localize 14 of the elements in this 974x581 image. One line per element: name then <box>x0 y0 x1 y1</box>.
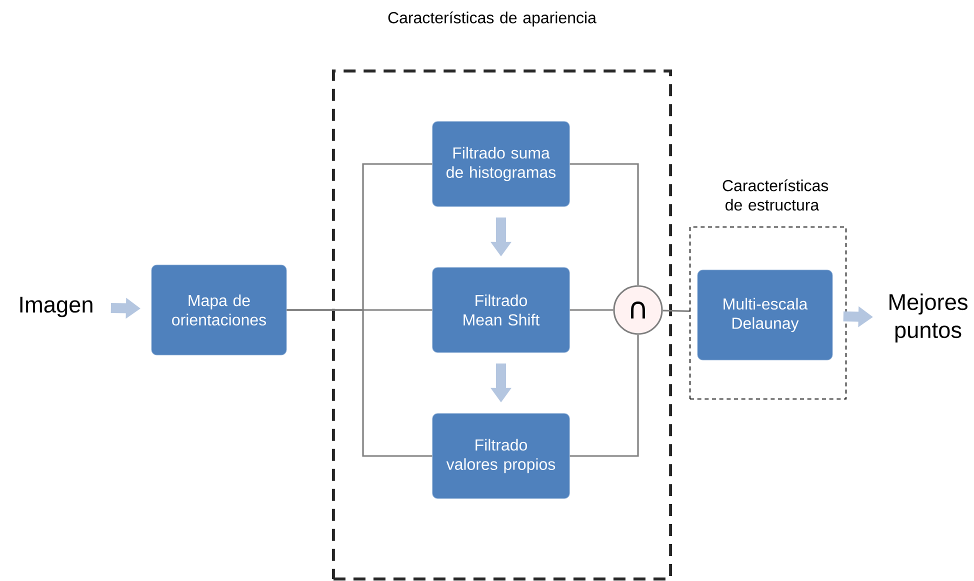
connector-line <box>570 309 614 311</box>
connector-line <box>662 310 690 312</box>
group-heading: Características de apariencia <box>388 11 596 27</box>
group-heading: Características de estructura <box>722 179 828 211</box>
process-box: Multi-escala Delaunay <box>697 270 833 360</box>
connector-line <box>286 309 432 457</box>
process-box: Mapa de orientaciones <box>151 264 287 356</box>
process-box: Filtrado Mean Shift <box>432 267 570 353</box>
connector-line <box>570 334 639 457</box>
io-label: Imagen <box>20 296 92 318</box>
process-box: Filtrado valores propios <box>432 413 570 499</box>
io-label: Mejores puntos <box>890 293 968 343</box>
process-box: Filtrado suma de histogramas <box>432 121 570 207</box>
connector-line <box>570 163 639 286</box>
